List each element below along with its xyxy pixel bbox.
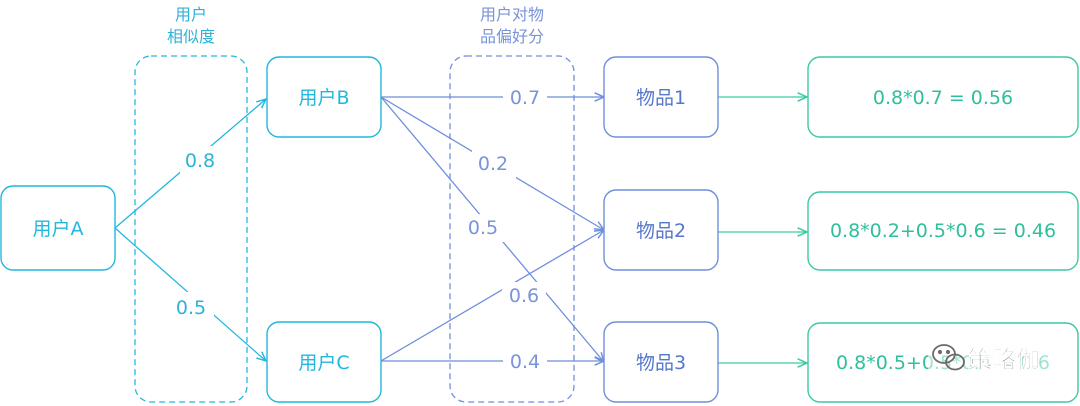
preference-header-line1: 用户对物 xyxy=(480,5,544,24)
preference-label-b-item2: 0.2 xyxy=(478,153,508,175)
similarity-label-b: 0.8 xyxy=(185,150,215,172)
item-3-label: 物品3 xyxy=(636,352,686,374)
similarity-label-c: 0.5 xyxy=(176,297,206,319)
preference-group-box xyxy=(449,55,575,403)
similarity-header-line1: 用户 xyxy=(175,5,207,24)
watermark-text: 策略伽 xyxy=(968,346,1040,374)
preference-header-line2: 品偏好分 xyxy=(480,27,544,46)
user-a-node: 用户A xyxy=(0,185,116,271)
result-item1-formula: 0.8*0.7 = 0.56 xyxy=(873,87,1013,109)
preference-label-c-item3: 0.4 xyxy=(510,351,540,373)
item-1-node: 物品1 xyxy=(603,56,719,138)
preference-label-c-item2: 0.6 xyxy=(509,285,539,307)
watermark: 策略伽 xyxy=(928,336,1058,380)
item-3-node: 物品3 xyxy=(603,321,719,403)
user-a-label: 用户A xyxy=(33,218,84,240)
preference-label-b-item1: 0.7 xyxy=(510,87,540,109)
wechat-icon xyxy=(932,344,965,371)
similarity-group-box xyxy=(134,55,248,403)
item-2-label: 物品2 xyxy=(636,220,686,242)
user-c-node: 用户C xyxy=(266,321,382,403)
user-c-label: 用户C xyxy=(298,352,349,374)
edge-c-to-item2 xyxy=(380,230,604,362)
item-1-label: 物品1 xyxy=(636,87,686,109)
item-2-node: 物品2 xyxy=(603,189,719,271)
user-b-node: 用户B xyxy=(266,56,382,138)
result-item2-node: 0.8*0.2+0.5*0.6 = 0.46 xyxy=(807,191,1079,271)
user-b-label: 用户B xyxy=(298,87,349,109)
similarity-header-line2: 相似度 xyxy=(167,27,215,46)
result-item1-node: 0.8*0.7 = 0.56 xyxy=(807,56,1079,138)
preference-label-b-item3: 0.5 xyxy=(468,217,498,239)
result-item2-formula: 0.8*0.2+0.5*0.6 = 0.46 xyxy=(830,220,1056,242)
